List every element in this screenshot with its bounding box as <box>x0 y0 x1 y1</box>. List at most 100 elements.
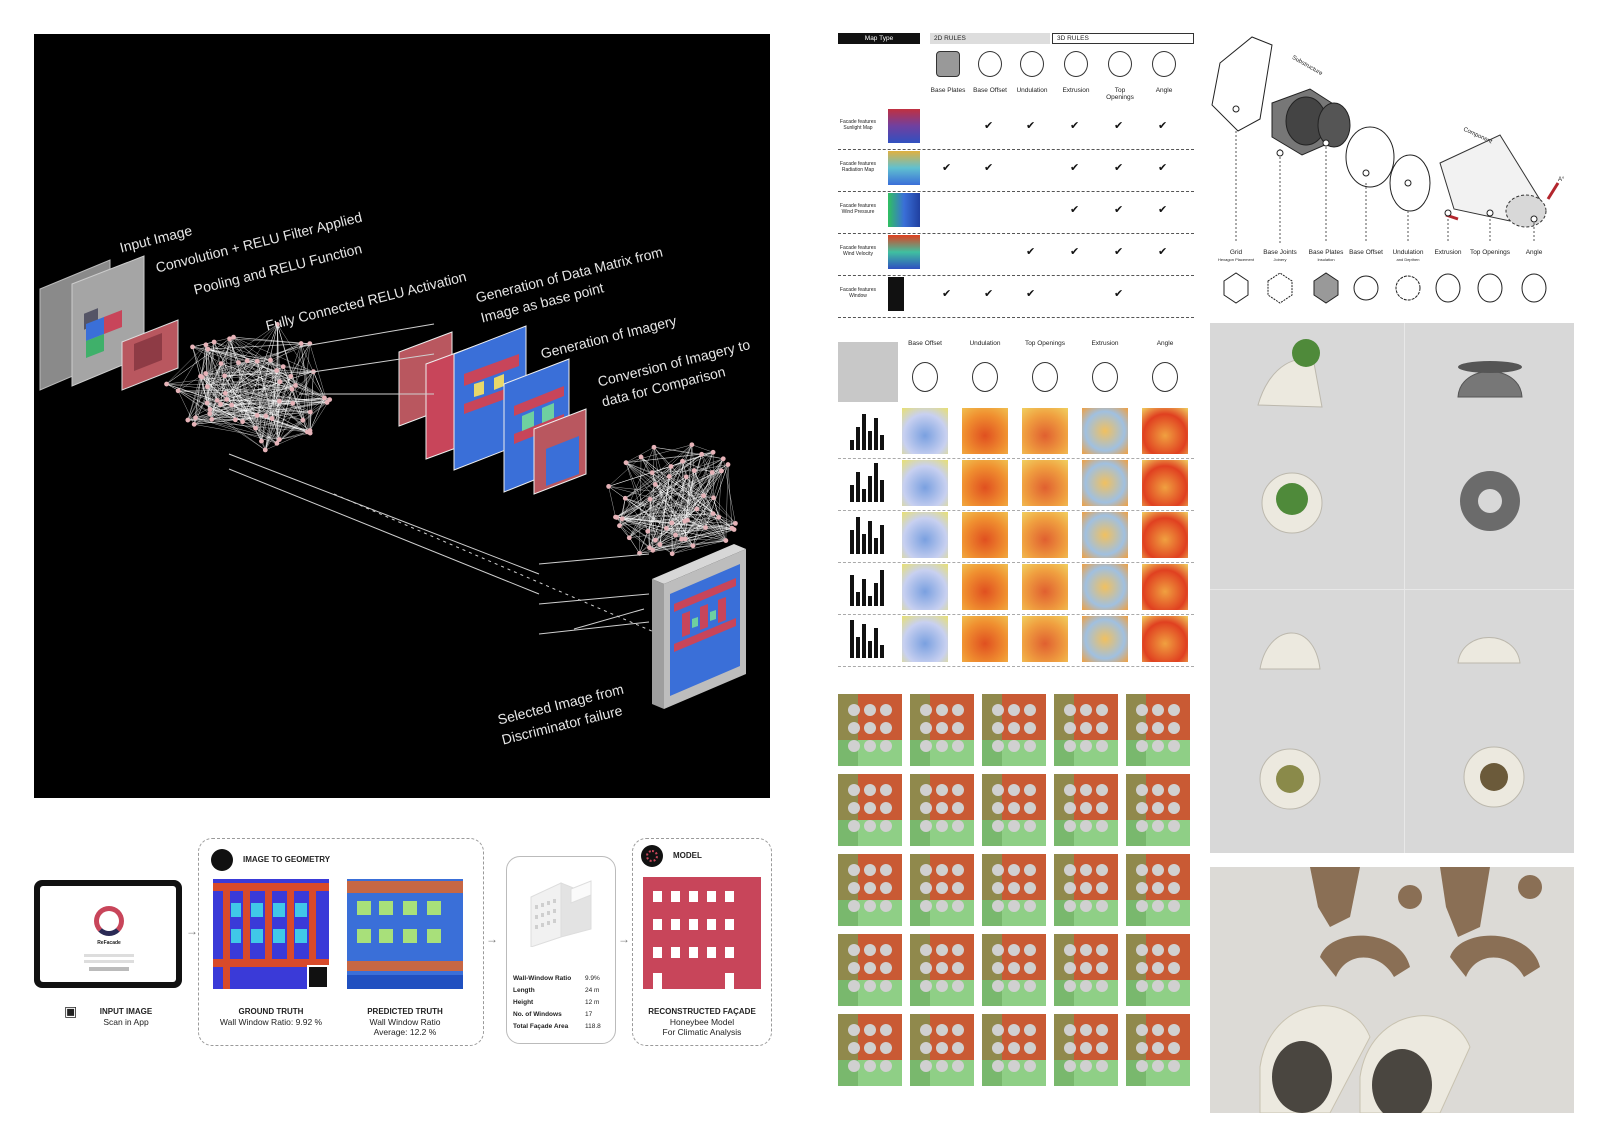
network-edge <box>265 371 314 451</box>
rules-3d-header: 3D RULES <box>1052 33 1194 44</box>
network-edge <box>666 527 706 529</box>
network-edge <box>166 344 207 385</box>
tile-window-blob <box>1096 864 1108 876</box>
tile-window-blob <box>1168 820 1180 832</box>
network-node <box>669 551 675 557</box>
network-node <box>205 346 211 352</box>
network-edge <box>725 464 729 541</box>
tile-window-blob <box>1152 722 1164 734</box>
network-edge <box>615 516 660 545</box>
network-edge <box>233 336 314 372</box>
network-edge <box>195 417 277 444</box>
network-edge <box>616 458 724 518</box>
exploded-label-sub: and Depthen <box>1396 257 1420 262</box>
tile-window-blob <box>1152 1042 1164 1054</box>
heatmap-cell <box>1142 408 1188 454</box>
app-input-field[interactable] <box>84 960 134 963</box>
network-node <box>289 386 295 392</box>
tile-window-blob <box>1080 864 1092 876</box>
heatmap-cell <box>1082 460 1128 506</box>
network-node <box>276 398 282 404</box>
tile-window-blob <box>880 1060 892 1072</box>
network-node <box>673 532 678 538</box>
network-edge <box>207 402 311 413</box>
tile-window-blob <box>920 820 932 832</box>
tile-window-blob <box>1064 900 1076 912</box>
network-node <box>211 339 217 345</box>
network-node <box>190 344 195 350</box>
tile-window-blob <box>992 704 1004 716</box>
tile-window-blob <box>1168 1024 1180 1036</box>
tile-window-blob <box>1080 1042 1092 1054</box>
tile-window-blob <box>1080 962 1092 974</box>
tile-window-blob <box>936 820 948 832</box>
network-edge <box>309 399 330 431</box>
bar <box>850 440 854 450</box>
app-input-field[interactable] <box>84 954 134 957</box>
network-edge <box>625 462 694 546</box>
tile-window-blob <box>936 1042 948 1054</box>
network-node <box>229 402 235 408</box>
flow-arrow-icon: → <box>486 932 498 946</box>
tile-window-blob <box>880 944 892 956</box>
tile-window-blob <box>1008 1024 1020 1036</box>
facade-generation-tile <box>910 774 974 846</box>
network-node <box>298 341 304 346</box>
network-edge <box>625 462 704 496</box>
network-edge <box>209 341 215 410</box>
facade-generation-tile <box>838 854 902 926</box>
row-divider <box>838 275 1194 276</box>
heatmap-cell <box>902 460 948 506</box>
input-image-stack <box>39 255 179 391</box>
rules-2d-header: 2D RULES <box>930 33 1050 44</box>
bar <box>868 641 872 658</box>
heatmap-cell <box>902 616 948 662</box>
tile-window-blob <box>1064 722 1076 734</box>
heatmap-cell <box>962 460 1008 506</box>
app-logo-icon <box>94 906 124 936</box>
heatmap-cell <box>1082 512 1128 558</box>
network-edge <box>669 476 714 498</box>
network-edge <box>231 360 248 406</box>
exploded-label-main: Grid <box>1229 249 1243 256</box>
network-node <box>218 361 224 367</box>
tile-window-blob <box>952 882 964 894</box>
app-scan-button[interactable] <box>89 967 129 971</box>
tile-window-blob <box>1152 704 1164 716</box>
bar-chart-thumbnail <box>846 512 886 556</box>
facade-generation-tile <box>1126 774 1190 846</box>
network-edge <box>233 336 291 377</box>
check-icon: ✔ <box>984 162 994 174</box>
tile-window-blob <box>1080 704 1092 716</box>
network-edge <box>686 458 724 478</box>
bar <box>868 431 872 450</box>
bar <box>856 427 860 450</box>
tile-window-blob <box>1024 900 1036 912</box>
network-node <box>711 495 716 501</box>
tile-window-blob <box>920 1042 932 1054</box>
tile-window-blob <box>864 802 876 814</box>
stat-value: 9.9% <box>585 975 600 982</box>
tile-window-blob <box>936 784 948 796</box>
network-node <box>244 358 250 364</box>
network-node <box>263 413 269 419</box>
network-edge <box>619 464 729 526</box>
tile-window-blob <box>880 864 892 876</box>
tile-window-blob <box>1024 722 1036 734</box>
facade-generation-tile <box>910 694 974 766</box>
tile-window-blob <box>936 722 948 734</box>
network-node <box>682 536 688 542</box>
tile-window-blob <box>864 980 876 992</box>
tile-window-blob <box>992 944 1004 956</box>
tile-window-blob <box>880 1042 892 1054</box>
bar <box>850 530 854 554</box>
heatmap-cell <box>1082 564 1128 610</box>
tile-window-blob <box>920 944 932 956</box>
check-icon: ✔ <box>942 288 952 300</box>
generated-imagery-stack <box>398 325 587 495</box>
tile-window-blob <box>848 980 860 992</box>
tile-window-blob <box>1008 1042 1020 1054</box>
network-edge <box>629 472 713 538</box>
facade-generation-tile <box>838 774 902 846</box>
